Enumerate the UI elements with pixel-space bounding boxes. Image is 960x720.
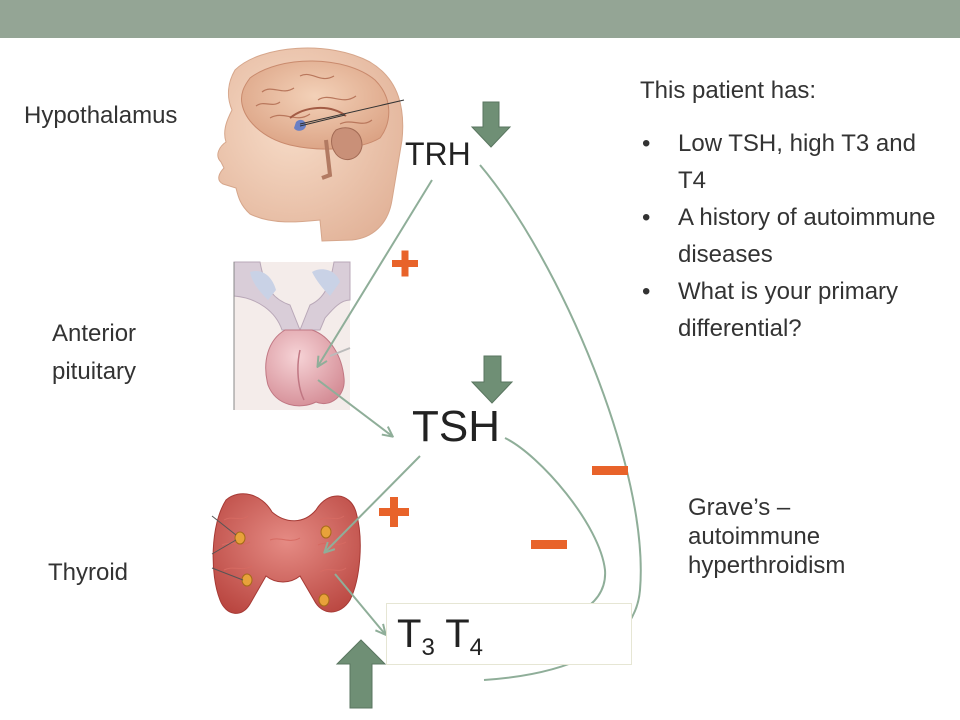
thyroid-to-t3t4-line [334, 573, 385, 634]
anterior-pituitary-label-line1: Anterior [52, 320, 137, 347]
patient-info-list: Low TSH, high T3 and T4 A history of aut… [640, 125, 950, 347]
thyroid-label: Thyroid [48, 559, 129, 586]
pituitary-to-tsh-line [317, 379, 392, 436]
arrow-down-icon [470, 101, 512, 148]
diagnosis-line3: hyperthroidism [688, 552, 846, 579]
t3-letter: T [397, 612, 422, 656]
t3-t4-box: T3 T4 [386, 603, 632, 665]
header-bar [0, 0, 960, 38]
thyroid-gland-illustration [211, 493, 361, 614]
pituitary-gland-illustration [233, 261, 351, 410]
t4-letter: T [445, 612, 470, 656]
list-item: What is your primary differential? [640, 273, 950, 347]
plus-sign-thyroid [379, 497, 409, 527]
hypothalamus-label: Hypothalamus [24, 102, 178, 129]
arrow-up-icon [335, 639, 387, 709]
t3-subscript: 3 [421, 634, 435, 661]
minus-sign-trh [592, 466, 628, 475]
t4-subscript: 4 [469, 634, 483, 661]
arrow-down-icon [470, 355, 514, 404]
patient-info-heading: This patient has: [640, 77, 817, 104]
diagnosis-line2: autoimmune [688, 523, 821, 550]
diagnosis-text: Grave’s – autoimmune hyperthroidism [688, 493, 948, 580]
list-item: Low TSH, high T3 and T4 [640, 125, 950, 199]
trh-label: TRH [405, 136, 471, 172]
list-item: A history of autoimmune diseases [640, 199, 950, 273]
minus-sign-tsh [531, 540, 567, 549]
diagnosis-line1: Grave’s – [688, 494, 791, 521]
tsh-label: TSH [412, 402, 500, 451]
t3-t4-label: T3 T4 [397, 610, 483, 672]
head-with-brain-illustration [217, 47, 405, 242]
tsh-to-thyroid-line [325, 455, 421, 552]
anterior-pituitary-label-line2: pituitary [52, 358, 137, 385]
plus-sign-pituitary [392, 250, 418, 277]
trh-to-pituitary-line [318, 179, 433, 366]
patient-info-panel: This patient has: Low TSH, high T3 and T… [640, 72, 950, 347]
